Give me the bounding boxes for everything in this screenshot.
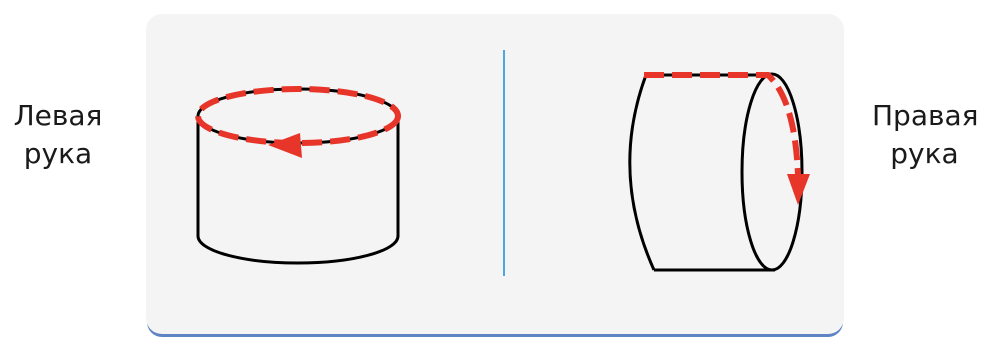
left-arrowhead <box>268 133 302 158</box>
lying-cylinder-back <box>630 75 654 270</box>
right-arrowhead <box>787 174 810 205</box>
left-rotation-arrow <box>198 89 398 158</box>
lying-cylinder <box>630 74 802 270</box>
right-arrow-dashed-path <box>644 75 798 175</box>
upright-cylinder-bottom <box>198 236 398 263</box>
right-rotation-arrow <box>644 75 810 205</box>
lying-cylinder-face <box>742 74 802 270</box>
upright-cylinder <box>198 89 398 263</box>
